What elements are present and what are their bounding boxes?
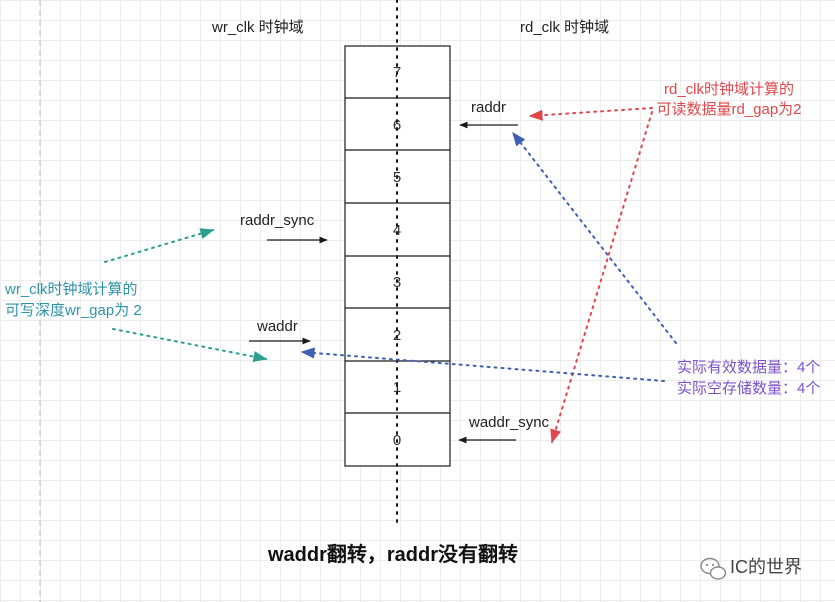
diagram-caption: waddr翻转，raddr没有翻转 xyxy=(267,542,518,566)
rd-gap-arrow-to-waddr-sync xyxy=(550,111,653,444)
wechat-logo-icon xyxy=(700,557,727,580)
actual-arrow-to-waddr xyxy=(300,347,665,382)
wr-clk-domain-label: wr_clk 时钟域 xyxy=(211,19,304,36)
wr-gap-note-line-1: wr_clk时钟域计算的 xyxy=(4,280,138,298)
wr-gap-note: wr_clk时钟域计算的 可写深度wr_gap为 2 xyxy=(4,280,142,319)
wr-gap-arrow-to-waddr xyxy=(112,328,268,363)
fifo-cell-4: 4 xyxy=(393,222,401,239)
actual-arrow-to-raddr xyxy=(512,131,677,344)
rd-gap-note: rd_clk时钟域计算的 可读数据量rd_gap为2 xyxy=(656,80,801,118)
watermark-text: IC的世界 xyxy=(730,557,802,577)
waddr-sync-label: waddr_sync xyxy=(468,414,550,431)
fifo-cell-6: 6 xyxy=(393,117,401,134)
wr-gap-note-line-2: 可写深度wr_gap为 2 xyxy=(5,302,142,319)
raddr-label: raddr xyxy=(471,99,506,116)
rd-gap-note-line-2: 可读数据量rd_gap为2 xyxy=(656,101,801,118)
watermark: IC的世界 xyxy=(700,557,802,580)
waddr-label: waddr xyxy=(256,318,298,335)
actual-empty-count: 实际空存储数量：4个 xyxy=(677,380,820,397)
wr-gap-arrow-to-raddr-sync xyxy=(104,228,215,263)
rd-gap-arrow-to-raddr xyxy=(528,107,653,121)
actual-valid-count: 实际有效数据量：4个 xyxy=(677,359,820,376)
rd-gap-note-line-1: rd_clk时钟域计算的 xyxy=(664,80,794,98)
actual-count-note: 实际有效数据量：4个 实际空存储数量：4个 xyxy=(677,359,820,397)
rd-clk-domain-label: rd_clk 时钟域 xyxy=(520,19,609,36)
raddr-sync-label: raddr_sync xyxy=(240,212,315,229)
fifo-cell-1: 1 xyxy=(393,379,401,396)
